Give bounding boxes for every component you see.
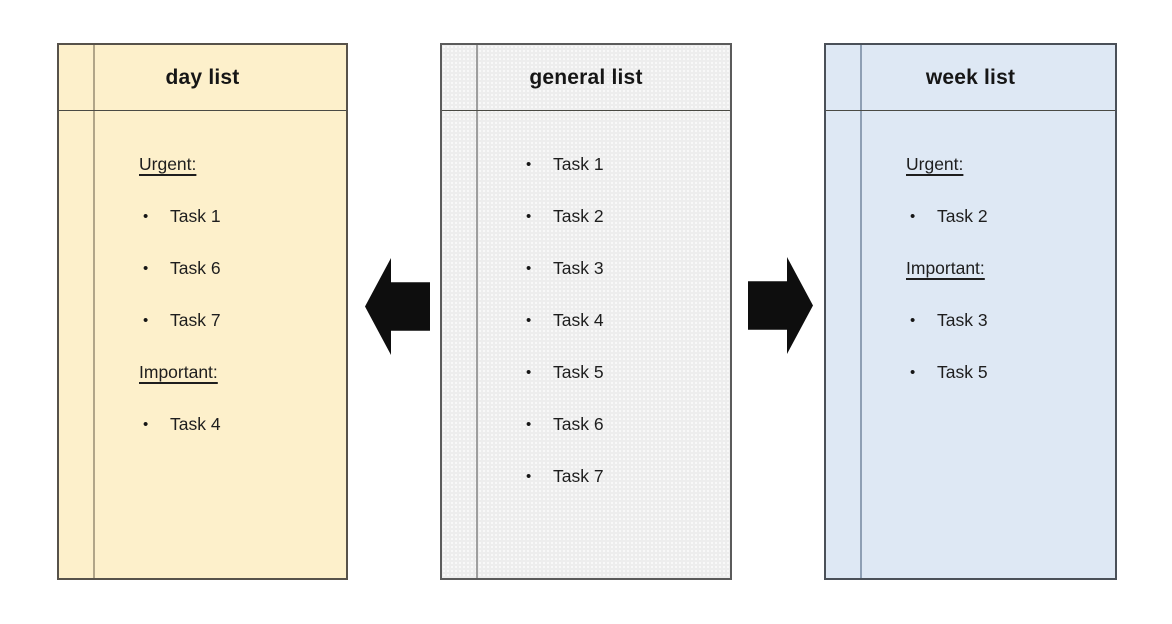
task-label: Task 1 — [170, 205, 221, 226]
panel-title-week: week list — [826, 45, 1115, 111]
list-item: • Task 3 — [522, 242, 720, 294]
list-item: • Task 2 — [522, 190, 720, 242]
task-label: Task 3 — [937, 309, 988, 330]
panel-week-list: week list Urgent: • Task 2 Important: • Ta… — [824, 43, 1117, 580]
margin-line — [860, 45, 862, 578]
list-item: • Task 7 — [522, 450, 720, 502]
task-label: Task 4 — [170, 413, 221, 434]
section-label-text: Urgent: — [906, 153, 964, 174]
block-arrow-right-icon — [748, 257, 813, 354]
block-arrow-left-icon — [365, 258, 430, 355]
task-label: Task 3 — [553, 257, 604, 278]
task-label: Task 1 — [553, 153, 604, 174]
bullet-icon: • — [526, 311, 532, 329]
panel-title-day: day list — [59, 45, 346, 111]
list-item: • Task 1 — [139, 190, 336, 242]
bullet-icon: • — [910, 363, 916, 381]
section-label-text: Important: — [906, 257, 985, 278]
list-item: • Task 5 — [522, 346, 720, 398]
margin-line — [476, 45, 478, 578]
bullet-icon: • — [526, 363, 532, 381]
bullet-icon: • — [143, 259, 149, 277]
list-item: • Task 5 — [906, 346, 1105, 398]
bullet-icon: • — [910, 207, 916, 225]
bullet-icon: • — [143, 207, 149, 225]
section-label-urgent: Urgent: — [906, 138, 1105, 190]
panel-body-day: Urgent: • Task 1 • Task 6 • Task 7 Importan… — [59, 111, 346, 578]
bullet-icon: • — [526, 467, 532, 485]
task-label: Task 7 — [553, 465, 604, 486]
section-label-important: Important: — [906, 242, 1105, 294]
task-label: Task 6 — [553, 413, 604, 434]
task-label: Task 2 — [553, 205, 604, 226]
section-label-text: Urgent: — [139, 153, 197, 174]
list-item: • Task 4 — [139, 398, 336, 450]
margin-line — [93, 45, 95, 578]
panel-title-general: general list — [442, 45, 730, 111]
task-label: Task 2 — [937, 205, 988, 226]
panel-body-week: Urgent: • Task 2 Important: • Task 3 • Task… — [826, 111, 1115, 578]
section-label-important: Important: — [139, 346, 336, 398]
task-label: Task 6 — [170, 257, 221, 278]
list-item: • Task 6 — [139, 242, 336, 294]
panel-day-list: day list Urgent: • Task 1 • Task 6 • Task 7… — [57, 43, 348, 580]
panel-body-general: •Task 1 •Task 2 •Task 3 •Task 4 •Task 5 … — [442, 111, 730, 578]
bullet-icon: • — [526, 207, 532, 225]
list-item: • Task 4 — [522, 294, 720, 346]
bullet-icon: • — [143, 415, 149, 433]
bullet-icon: • — [526, 259, 532, 277]
bullet-icon: • — [526, 155, 532, 173]
task-label: Task 7 — [170, 309, 221, 330]
bullet-icon: • — [910, 311, 916, 329]
list-item: • Task 2 — [906, 190, 1105, 242]
list-item: • Task 7 — [139, 294, 336, 346]
task-label: Task 4 — [553, 309, 604, 330]
list-item: • Task 3 — [906, 294, 1105, 346]
task-label: Task 5 — [553, 361, 604, 382]
bullet-icon: • — [143, 311, 149, 329]
bullet-icon: • — [526, 415, 532, 433]
list-item: • Task 1 — [522, 138, 720, 190]
section-label-text: Important: — [139, 361, 218, 382]
task-label: Task 5 — [937, 361, 988, 382]
panel-general-list: general list • Task 1 • Task 2 • Task 3 • Ta… — [440, 43, 732, 580]
section-label-urgent: Urgent: — [139, 138, 336, 190]
list-item: • Task 6 — [522, 398, 720, 450]
